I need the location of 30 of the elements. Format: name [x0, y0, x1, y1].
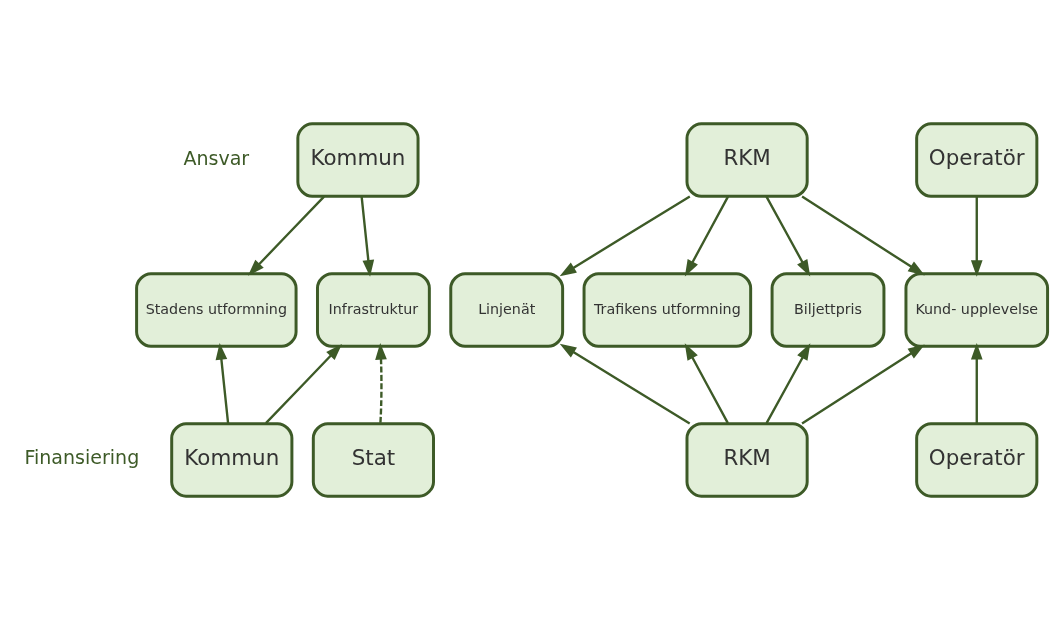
node-box: Operatör [915, 421, 1039, 498]
arrow [970, 342, 983, 423]
node-box: Operatör [915, 121, 1039, 198]
node-box: Linjenät [449, 271, 565, 348]
arrow [684, 342, 729, 424]
arrow [360, 195, 375, 277]
arrow [765, 342, 811, 424]
node-box: Kund- upplevelse [904, 271, 1050, 348]
node-box: Trafikens utformning [582, 271, 753, 348]
node-box: Infrastruktur [316, 271, 431, 348]
label: Ansvar [183, 146, 250, 169]
arrow [265, 343, 342, 424]
node-box: Stadens utformning [135, 271, 298, 348]
arrow [375, 342, 387, 423]
arrow [215, 342, 230, 423]
arrow [765, 195, 811, 276]
node-box: RKM [685, 121, 809, 198]
node-box: Kommun [296, 121, 420, 198]
arrow [559, 343, 691, 425]
node-box: Biljettpris [770, 271, 886, 348]
label: Finansiering [24, 445, 140, 468]
arrow [801, 195, 925, 275]
arrow [970, 196, 983, 277]
node-box: Stat [311, 421, 435, 498]
arrow [801, 344, 925, 424]
arrow [684, 195, 730, 276]
node-box: Kommun [170, 421, 294, 498]
arrow [247, 195, 325, 276]
arrow [559, 194, 691, 276]
node-box: RKM [685, 421, 809, 498]
